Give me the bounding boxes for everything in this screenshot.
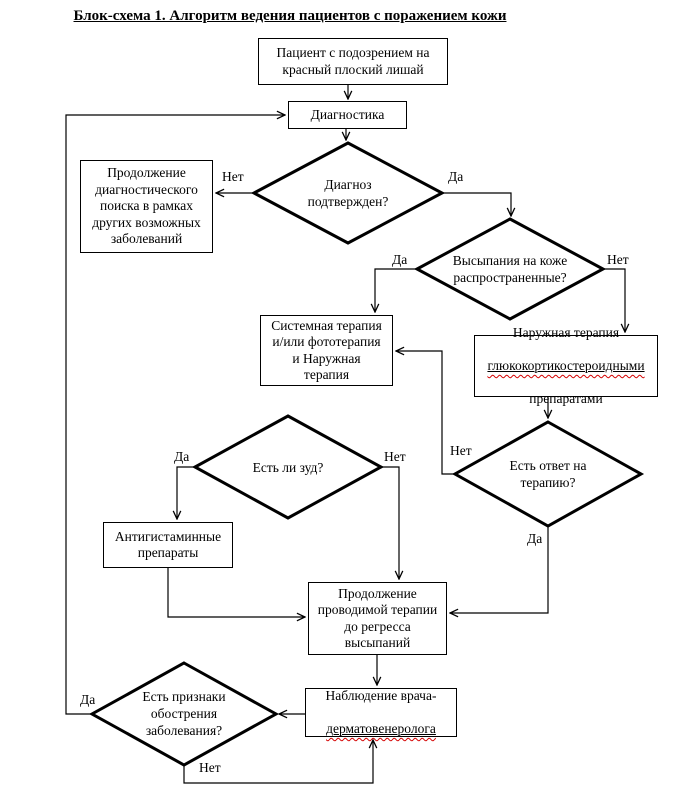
node-observation: Наблюдение врача- дерматовенеролога — [305, 688, 457, 737]
node-external-therapy: Наружная терапия глюкокортикостероидными… — [474, 325, 658, 406]
edge-response-yes-to-continue-therapy — [450, 526, 549, 613]
page-title: Блок-схема 1. Алгоритм ведения пациентов… — [73, 8, 507, 24]
label-confirmed-yes: Да — [448, 169, 464, 184]
label-itch-yes: Да — [174, 449, 190, 464]
diamond-confirmed-label: Диагноз подтвержден? — [307, 177, 389, 209]
diamond-exacerbation — [88, 661, 280, 767]
diamond-widespread-label: Высыпания на коже распространенные? — [452, 253, 568, 285]
label-response-no: Нет — [450, 443, 472, 458]
diamond-widespread — [413, 217, 607, 321]
node-continue-search: Продолжение диагностического поиска в ра… — [80, 160, 213, 253]
node-systemic-therapy: Системная терапия и/или фототерапия и На… — [260, 315, 393, 386]
edge-itch-yes-to-antihistamine — [177, 466, 195, 519]
label-widespread-no: Нет — [607, 252, 629, 267]
node-continue-therapy: Продолжение проводимой терапии до регрес… — [308, 582, 447, 655]
external-therapy-line3: препаратами — [529, 390, 603, 406]
diamond-response — [451, 420, 645, 528]
label-response-yes: Да — [527, 531, 543, 546]
label-confirmed-no: Нет — [222, 169, 244, 184]
edge-exacerbation-no-to-observation — [183, 740, 373, 784]
edge-exacerbation-yes-to-diagnostics — [65, 115, 285, 715]
edge-response-no-to-systemic — [396, 351, 455, 475]
edge-widespread-yes-to-systemic — [375, 268, 417, 312]
edge-widespread-no-to-external — [603, 268, 625, 332]
label-widespread-yes: Да — [392, 252, 408, 267]
label-exacerbation-yes: Да — [80, 692, 96, 707]
diamond-itch — [191, 414, 385, 520]
label-itch-no: Нет — [384, 449, 406, 464]
node-patient: Пациент с подозрением на красный плоский… — [258, 38, 448, 85]
edge-antihistamine-to-continue-therapy — [167, 568, 305, 617]
diamond-itch-label: Есть ли зуд? — [252, 460, 324, 475]
observation-line1: Наблюдение врача- — [325, 687, 437, 703]
diamond-exacerbation-label: Есть признаки обострения заболевания? — [142, 689, 226, 738]
observation-misspelled-word: дерматовенеролога — [326, 720, 436, 736]
node-diagnostics: Диагностика — [288, 101, 407, 129]
edge-confirmed-yes-to-widespread — [442, 192, 511, 216]
diamond-confirmed — [250, 141, 446, 245]
diamond-response-label: Есть ответ на терапию? — [509, 458, 587, 490]
external-therapy-line1: Наружная терапия — [512, 324, 620, 340]
external-therapy-misspelled-word: глюкокортикостероидными — [487, 357, 645, 373]
edge-itch-no-to-continue-therapy — [381, 466, 399, 579]
label-exacerbation-no: Нет — [199, 760, 221, 775]
node-antihistamine: Антигистаминные препараты — [103, 522, 233, 568]
